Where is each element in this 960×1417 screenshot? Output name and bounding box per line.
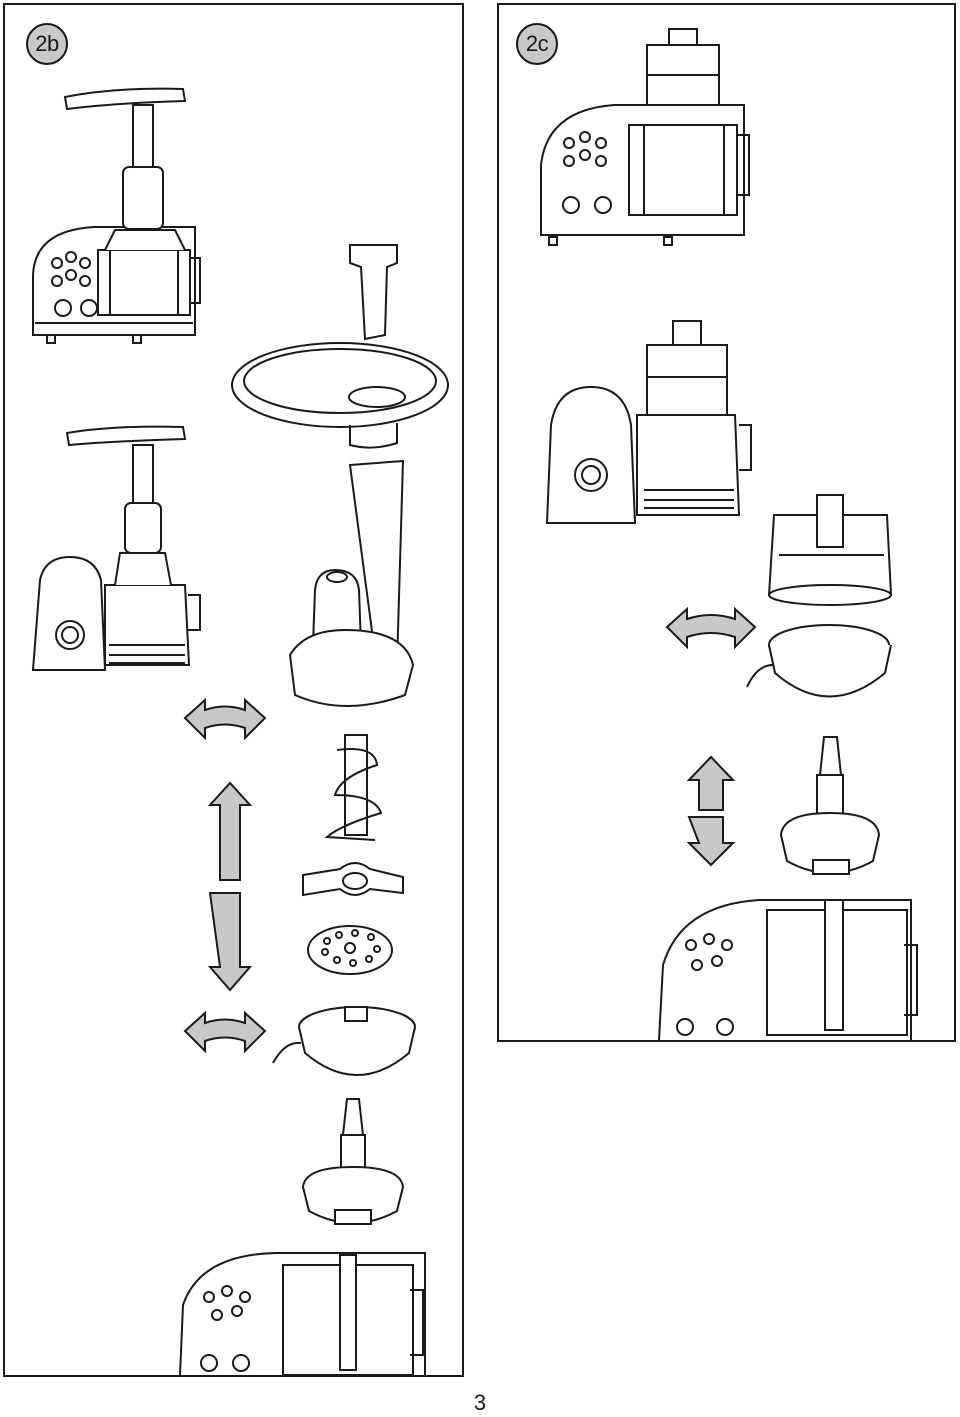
rotate-arrow-icon — [183, 697, 267, 741]
figure-panel-2b: 2b — [3, 3, 464, 1377]
up-down-arrow-icon — [686, 816, 736, 867]
figure-label-2c: 2c — [516, 23, 558, 65]
panel-2b-illustration — [31, 87, 449, 1375]
feed-screw-icon — [324, 734, 383, 841]
up-down-arrow-icon — [207, 781, 253, 881]
food-processor-icon — [540, 28, 750, 246]
food-pusher-icon — [349, 244, 398, 341]
drive-shaft-icon — [301, 1098, 405, 1225]
panel-2c-illustration — [540, 28, 918, 1040]
rotate-arrow-icon — [183, 1010, 267, 1054]
cutting-blade-icon — [302, 862, 404, 897]
figure-panel-2c: 2c — [497, 3, 956, 1042]
food-processor-icon — [31, 425, 201, 671]
rotate-arrow-icon — [665, 606, 757, 650]
food-processor-icon — [545, 320, 752, 524]
bowl-adapter-icon — [746, 624, 892, 698]
bowl-adapter-icon — [272, 1006, 416, 1076]
juicer-basket-icon — [767, 494, 893, 606]
food-processor-icon — [32, 87, 201, 344]
page-number: 3 — [473, 1390, 487, 1415]
drive-shaft-icon — [779, 736, 881, 875]
up-down-arrow-icon — [207, 892, 253, 992]
mincing-disc-icon — [307, 925, 393, 975]
figure-label-2b: 2b — [26, 23, 68, 65]
mincer-body-icon — [288, 459, 415, 707]
mincer-tray-icon — [231, 342, 449, 449]
food-processor-icon — [658, 899, 918, 1040]
food-processor-icon — [179, 1252, 426, 1375]
up-down-arrow-icon — [686, 755, 736, 811]
